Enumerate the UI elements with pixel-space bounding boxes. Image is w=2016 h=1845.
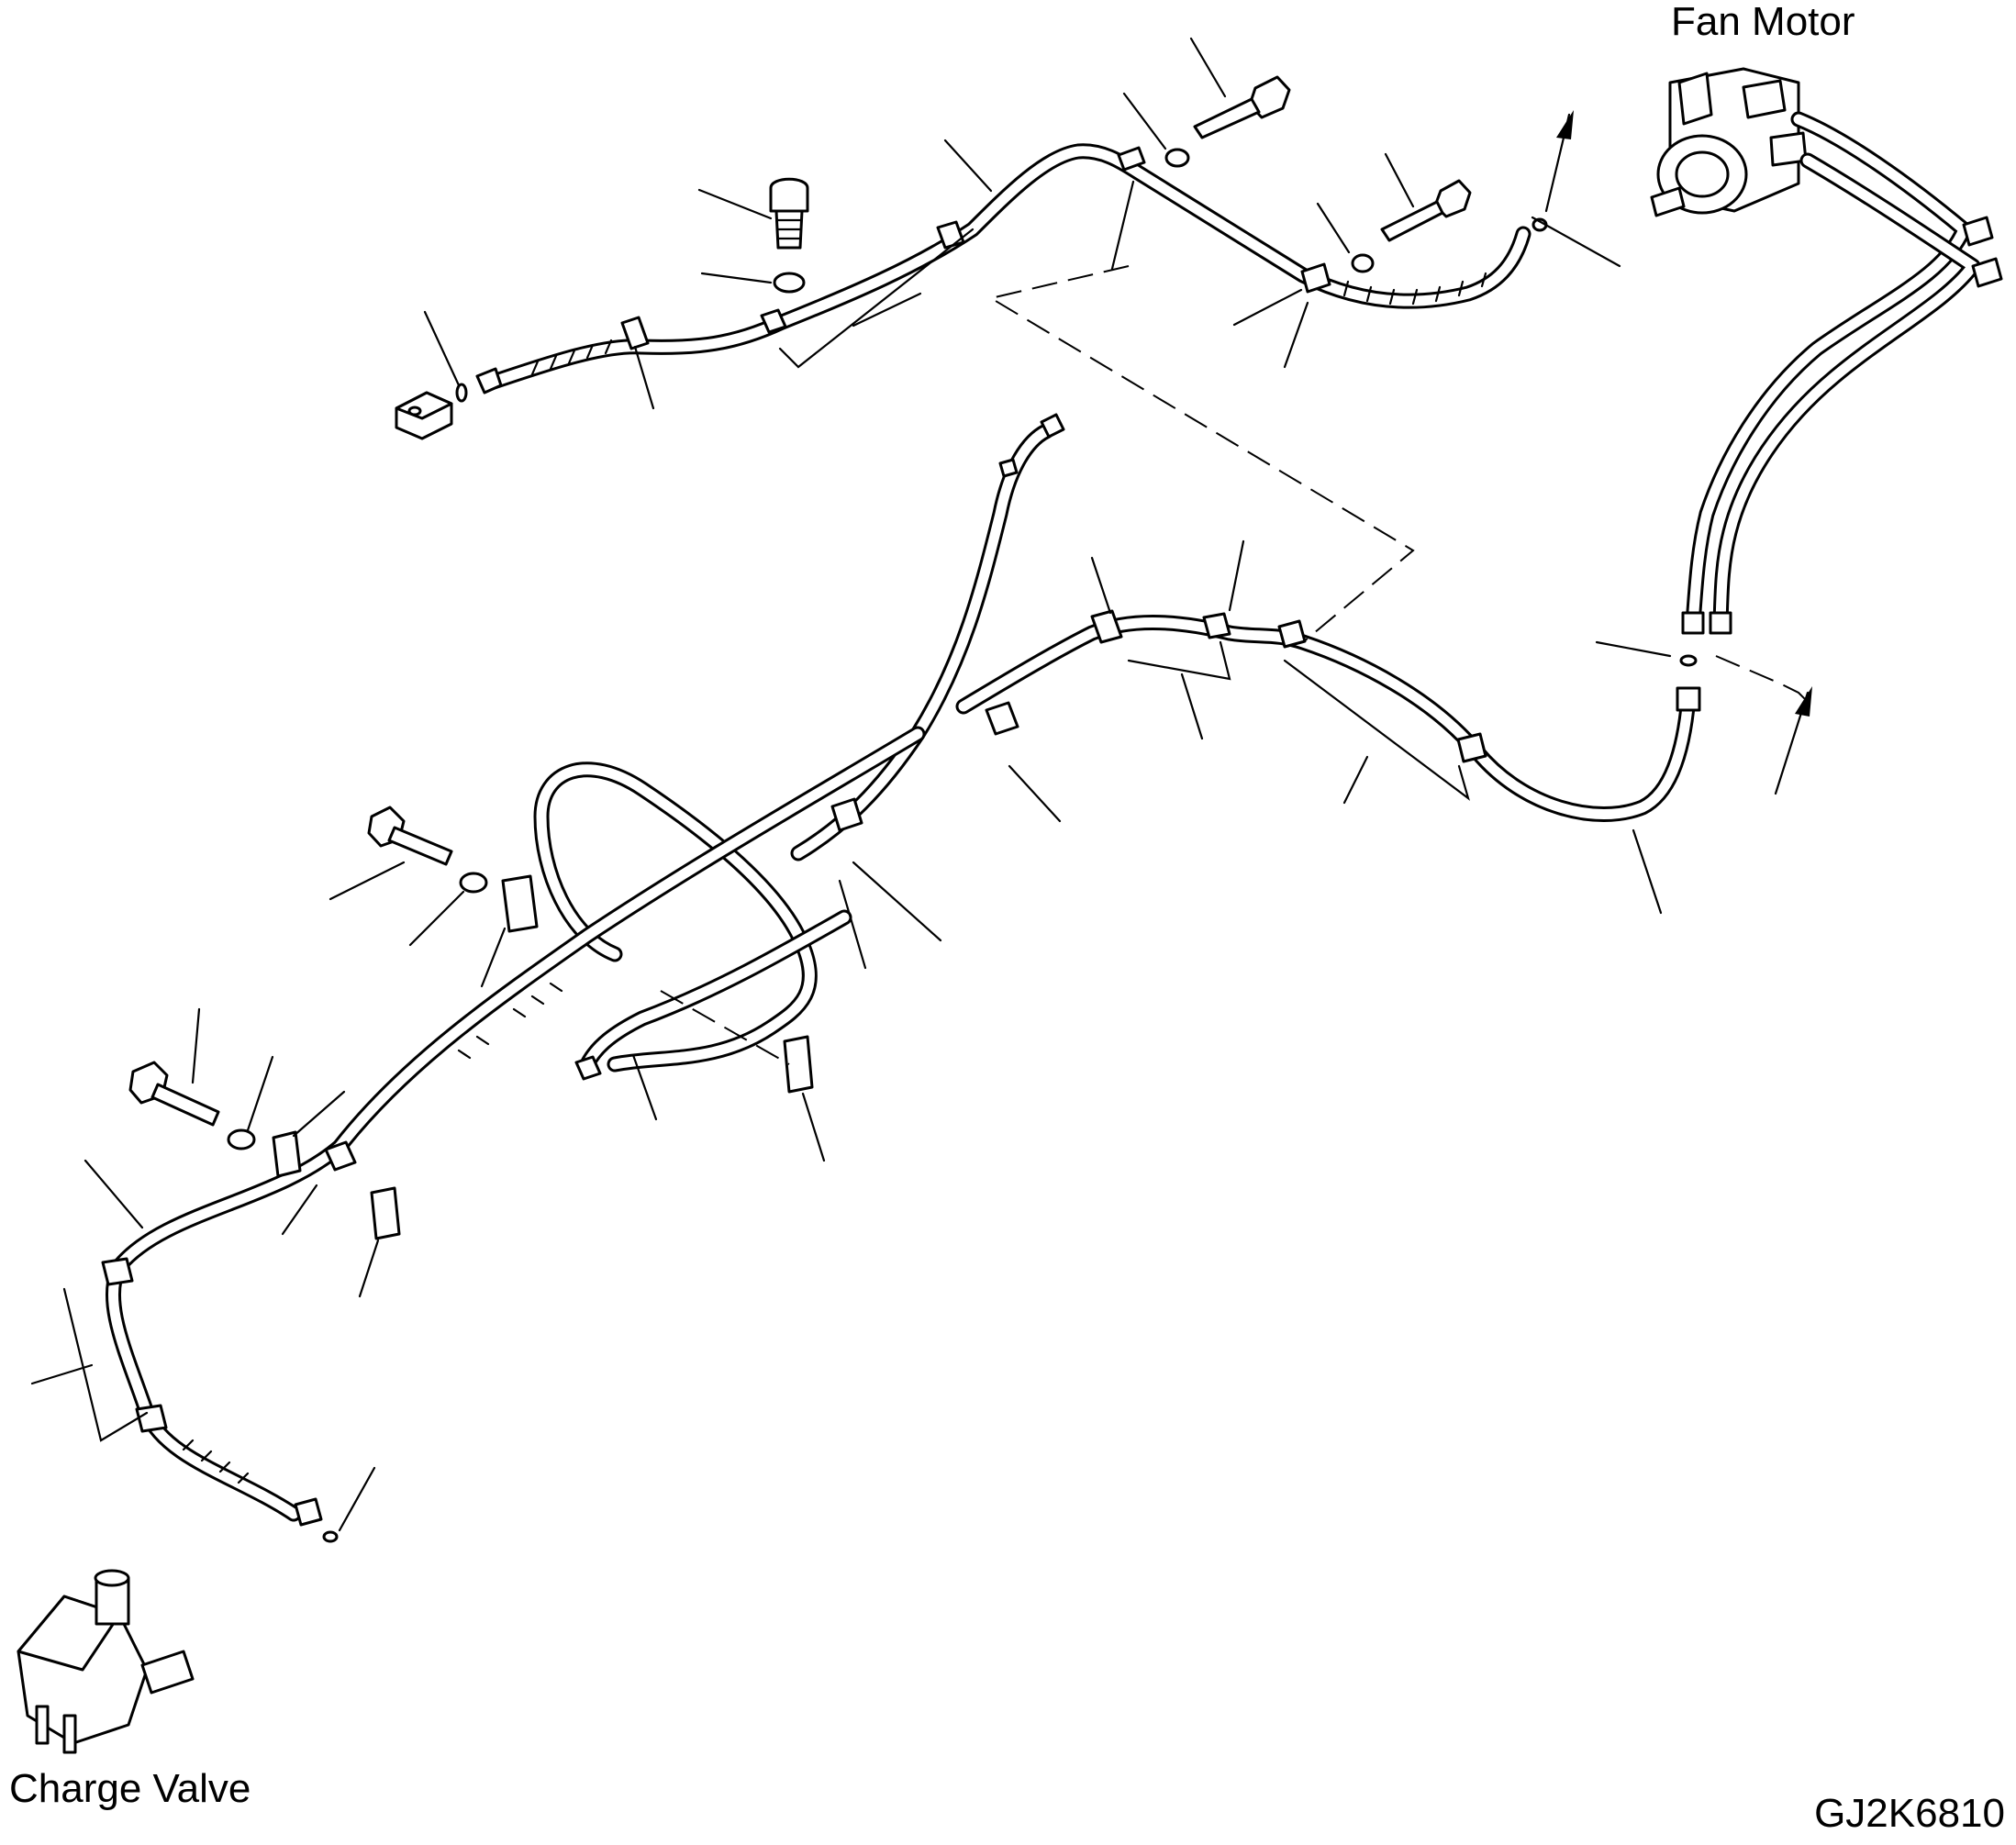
fan-motor <box>1650 67 1808 217</box>
reference-dash-lines <box>660 265 1813 1065</box>
label-boxes <box>62 228 1470 1442</box>
fan-motor-label: Fan Motor <box>1671 0 1855 44</box>
upper-clamps <box>620 146 1548 350</box>
upper-bolt-group-3 <box>1351 179 1472 273</box>
charge-valve-label: Charge Valve <box>9 1766 251 1811</box>
upper-bolt-group-1 <box>769 177 809 294</box>
middle-hose-line <box>955 609 1701 822</box>
upper-left-fitting-block <box>395 367 503 440</box>
mid-bolt-group <box>367 806 814 1094</box>
upper-bolt-group-2 <box>1164 75 1291 168</box>
charge-valve <box>17 1569 195 1754</box>
drawing-code-label: GJ2K6810 <box>1814 1791 2005 1836</box>
riser-hose <box>790 413 1065 861</box>
lower-branch-hose <box>574 909 852 1081</box>
lower-bolt-group <box>128 1061 401 1240</box>
direction-arrows <box>1544 110 1812 795</box>
leader-lines <box>30 37 1672 1532</box>
upper-hose-line <box>483 143 1531 391</box>
fan-motor-hoses <box>1679 111 2003 667</box>
